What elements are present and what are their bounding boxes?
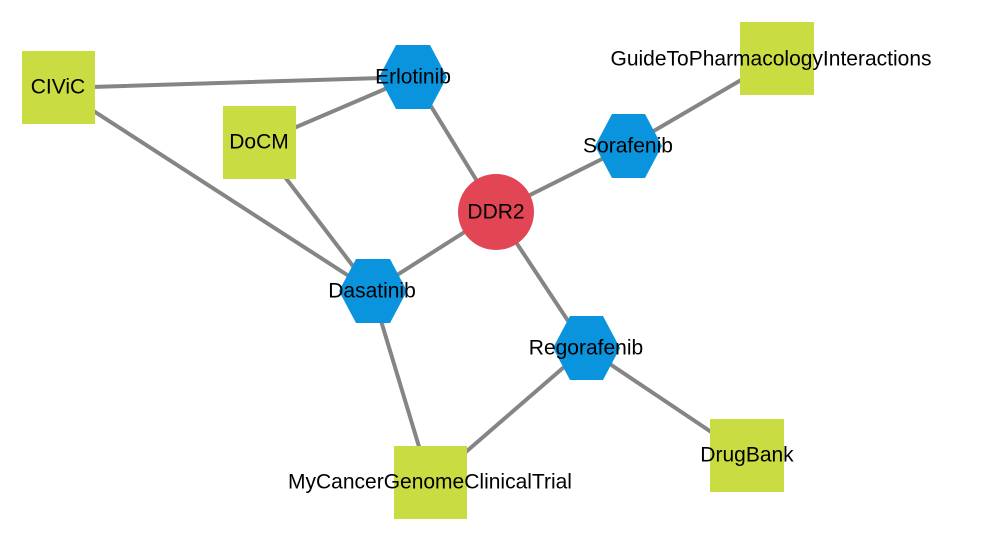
- node-mycancergenome[interactable]: MyCancerGenomeClinicalTrial: [288, 446, 572, 519]
- node-label: CIViC: [31, 76, 85, 99]
- drug-hexagon: [379, 45, 447, 109]
- node-erlotinib[interactable]: Erlotinib: [375, 45, 451, 109]
- source-square: [740, 22, 814, 95]
- source-square: [22, 51, 95, 124]
- source-square: [223, 106, 296, 179]
- node-drugbank[interactable]: DrugBank: [700, 419, 794, 492]
- drug-hexagon: [339, 259, 407, 323]
- edges-layer: [56, 57, 779, 485]
- node-guidetopharmacology[interactable]: GuideToPharmacologyInteractions: [610, 22, 932, 95]
- node-label: DDR2: [467, 201, 524, 224]
- gene-circle: [458, 174, 534, 250]
- node-docm[interactable]: DoCM: [223, 106, 296, 179]
- node-civic[interactable]: CIViC: [22, 51, 95, 124]
- node-dasatinib[interactable]: Dasatinib: [328, 259, 416, 323]
- node-ddr2[interactable]: DDR2: [458, 174, 534, 250]
- node-label: Sorafenib: [583, 135, 673, 158]
- node-sorafenib[interactable]: Sorafenib: [583, 114, 673, 178]
- node-regorafenib[interactable]: Regorafenib: [529, 316, 643, 380]
- source-square: [394, 446, 467, 519]
- node-label: GuideToPharmacologyInteractions: [610, 48, 931, 71]
- edge-civic-erlotinib: [56, 75, 415, 90]
- source-square: [710, 419, 784, 492]
- node-label: Dasatinib: [328, 280, 416, 303]
- node-label: Regorafenib: [529, 337, 643, 360]
- node-label: MyCancerGenomeClinicalTrial: [288, 471, 572, 494]
- node-label: DoCM: [229, 131, 289, 154]
- edge-civic-dasatinib: [56, 86, 374, 293]
- drug-hexagon: [595, 114, 662, 178]
- drug-hexagon: [553, 316, 620, 380]
- node-label: Erlotinib: [375, 66, 451, 89]
- node-label: DrugBank: [700, 444, 794, 467]
